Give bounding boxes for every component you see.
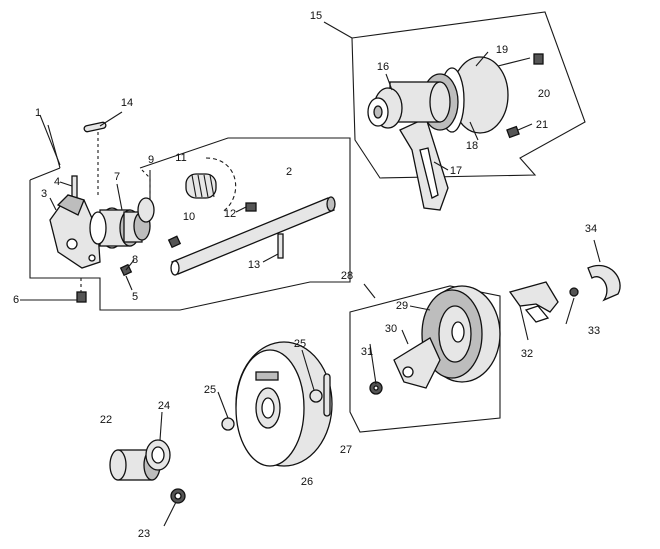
label-part-25-left: 25 <box>203 384 217 396</box>
arm-17 <box>399 117 449 211</box>
label-part-33: 33 <box>587 325 601 337</box>
label-part-1: 1 <box>34 107 42 119</box>
pin-14 <box>83 111 123 198</box>
label-part-27: 27 <box>339 444 353 456</box>
screws-20-21 <box>506 53 544 139</box>
label-part-23: 23 <box>137 528 151 540</box>
label-part-32: 32 <box>520 348 534 360</box>
label-part-22: 22 <box>99 414 113 426</box>
label-part-4: 4 <box>53 176 61 188</box>
worm-gear-11 <box>185 157 237 213</box>
label-part-29: 29 <box>395 300 409 312</box>
screw-23 <box>170 488 186 504</box>
bracket-32 <box>508 281 559 323</box>
label-part-15: 15 <box>309 10 323 22</box>
retaining-clips-25 <box>221 389 323 431</box>
leader-lines <box>39 51 575 527</box>
label-part-26: 26 <box>300 476 314 488</box>
cam-30 <box>393 337 441 389</box>
label-part-28: 28 <box>340 270 354 282</box>
pulley-26 <box>235 341 333 467</box>
label-part-8: 8 <box>131 254 139 266</box>
label-part-19: 19 <box>495 44 509 56</box>
label-part-20: 20 <box>537 88 551 100</box>
label-part-21: 21 <box>535 119 549 131</box>
assembly-outline-15 <box>323 11 586 179</box>
pin-27 <box>323 373 331 417</box>
label-part-18: 18 <box>465 140 479 152</box>
set-screws <box>20 235 182 303</box>
screw-12 <box>245 202 257 212</box>
label-part-7: 7 <box>113 171 121 183</box>
label-part-9: 9 <box>147 154 155 166</box>
collar-9 <box>137 169 155 223</box>
label-part-13: 13 <box>247 259 261 271</box>
label-part-31: 31 <box>360 346 374 358</box>
label-part-34: 34 <box>584 223 598 235</box>
shaft-2 <box>170 196 336 276</box>
label-part-30: 30 <box>384 323 398 335</box>
label-part-5: 5 <box>131 291 139 303</box>
label-part-6: 6 <box>12 294 20 306</box>
bushing-22-24 <box>109 439 171 481</box>
label-part-10: 10 <box>182 211 196 223</box>
label-part-25-right: 25 <box>293 338 307 350</box>
label-part-16: 16 <box>376 61 390 73</box>
assembly-outline-28 <box>349 283 501 433</box>
spring-clip-33-34 <box>569 239 621 302</box>
clutch-16-18-19 <box>367 56 509 134</box>
label-part-11: 11 <box>175 152 187 164</box>
label-part-12: 12 <box>223 208 237 220</box>
label-part-24: 24 <box>157 400 171 412</box>
hub-7-8 <box>89 207 151 249</box>
lever-3 <box>49 194 101 269</box>
label-part-14: 14 <box>120 97 134 109</box>
label-part-17: 17 <box>449 165 463 177</box>
label-part-3: 3 <box>40 188 48 200</box>
key-13 <box>277 233 284 259</box>
label-part-2: 2 <box>285 166 293 178</box>
